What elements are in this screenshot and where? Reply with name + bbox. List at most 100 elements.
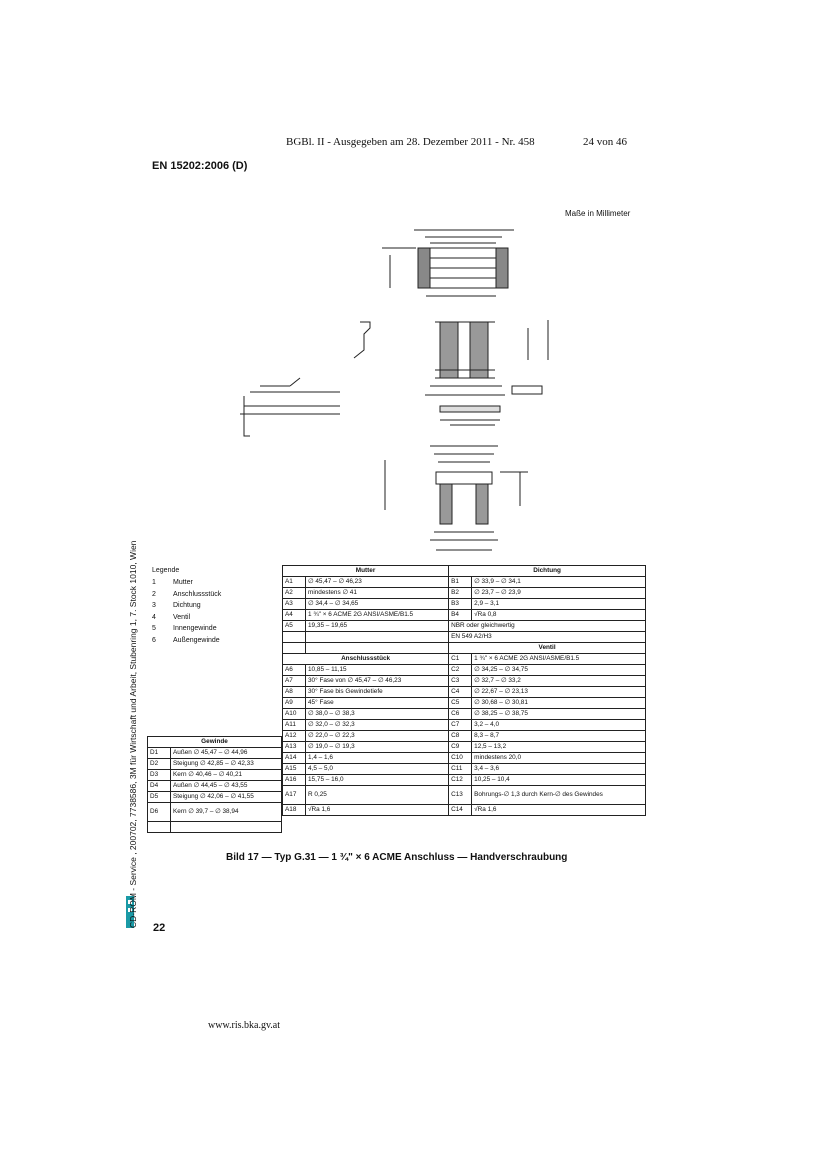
- legend-title: Legende: [152, 567, 180, 574]
- cell-value: ∅ 23,7 – ∅ 23,9: [471, 587, 646, 599]
- cell-code: C12: [448, 774, 473, 786]
- cell-code: C8: [448, 730, 473, 742]
- cell-value: R 0,25: [304, 785, 450, 805]
- cell-value: ∅ 38,0 – ∅ 38,3: [304, 708, 450, 720]
- cell-value: ∅ 38,25 – ∅ 38,75: [471, 708, 646, 720]
- legend-item: 2 Anschlussstück: [152, 591, 221, 598]
- cell-code: A16: [282, 774, 306, 786]
- cell-value: √Ra 1,6: [304, 804, 450, 816]
- cell-code: C1: [448, 653, 473, 665]
- cell-value: 1,4 – 1,6: [304, 752, 450, 764]
- cell-code: D2: [147, 758, 171, 770]
- cell-code: A10: [282, 708, 306, 720]
- cell-code: [147, 821, 171, 833]
- dichtung-note: NBR oder gleichwertig: [448, 620, 646, 632]
- cell-value: ∅ 22,67 – ∅ 23,13: [471, 686, 646, 698]
- gazette-header: BGBl. II - Ausgegeben am 28. Dezember 20…: [286, 136, 535, 148]
- cell-value: 8,3 – 8,7: [471, 730, 646, 742]
- legend-number: 2: [152, 590, 156, 598]
- cell-code: C14: [448, 804, 473, 816]
- cell-code: A9: [282, 697, 306, 709]
- cell-value: Bohrungs-∅ 1,3 durch Kern-∅ des Gewindes: [471, 785, 646, 805]
- legend-number: 4: [152, 613, 156, 621]
- cell-value: 1 ¾" × 6 ACME 2G ANSI/ASME/B1.5: [471, 653, 646, 665]
- units-note: Maße in Millimeter: [565, 209, 631, 218]
- cell-value: ∅ 22,0 – ∅ 22,3: [304, 730, 450, 742]
- cell-value: Steigung ∅ 42,06 – ∅ 41,55: [170, 791, 282, 803]
- cell-value: [304, 642, 450, 654]
- valve-drawing: [384, 445, 528, 551]
- cell-code: C3: [448, 675, 473, 687]
- cell-code: [282, 631, 306, 643]
- cell-value: 12,5 – 13,2: [471, 741, 646, 753]
- cell-code: D5: [147, 791, 171, 803]
- cell-value: 1 ¾" × 6 ACME 2G ANSI/ASME/B1.5: [304, 609, 450, 621]
- dichtung-title: Dichtung: [448, 565, 646, 577]
- legend-number: 6: [152, 636, 156, 644]
- legend-number: 1: [152, 579, 156, 586]
- cell-value: √Ra 0,8: [471, 609, 646, 621]
- cell-code: A5: [282, 620, 306, 632]
- gewinde-title: Gewinde: [147, 736, 282, 748]
- cell-value: 10,85 – 11,15: [304, 664, 450, 676]
- cell-code: B3: [448, 598, 473, 610]
- legend-number: 5: [152, 625, 156, 632]
- cell-value: [304, 631, 450, 643]
- cell-value: 19,35 – 19,65: [304, 620, 450, 632]
- page-of: 24 von 46: [583, 136, 627, 148]
- cell-code: A11: [282, 719, 306, 731]
- technical-drawing: [240, 229, 549, 551]
- cell-code: C4: [448, 686, 473, 698]
- legend-label: Mutter: [173, 579, 193, 586]
- cell-code: C10: [448, 752, 473, 764]
- table-row: Gewinde: [147, 736, 282, 748]
- page-number: 22: [153, 922, 166, 934]
- cell-value: 45° Fase: [304, 697, 450, 709]
- anschluss-title: Anschlussstück: [281, 653, 450, 665]
- cell-code: A4: [282, 609, 306, 621]
- cell-value: 3,4 – 3,6: [471, 763, 646, 775]
- legend-number: 3: [152, 602, 156, 609]
- legend-item: 1 Mutter: [152, 579, 193, 586]
- cell-code: A15: [282, 763, 306, 775]
- cell-code: C6: [448, 708, 473, 720]
- cell-code: D6: [147, 802, 171, 822]
- table-row: Ventil: [282, 642, 646, 654]
- cell-value: Steigung ∅ 42,85 – ∅ 42,33: [170, 758, 282, 770]
- legend-label: Anschlussstück: [173, 590, 222, 598]
- side-copyright-text: CD-ROM - Service , 200702, 7738586, 3M f…: [128, 540, 138, 928]
- cell-code: C5: [448, 697, 473, 709]
- cell-code: C13: [448, 785, 473, 805]
- nut-drawing: [382, 229, 514, 297]
- cell-code: C2: [448, 664, 473, 676]
- cell-code: A14: [282, 752, 306, 764]
- cell-value: 10,25 – 10,4: [471, 774, 646, 786]
- cell-code: A3: [282, 598, 306, 610]
- cell-value: Außen ∅ 45,47 – ∅ 44,96: [170, 747, 282, 759]
- cell-value: ∅ 19,0 – ∅ 19,3: [304, 741, 450, 753]
- cell-value: ∅ 32,0 – ∅ 32,3: [304, 719, 450, 731]
- cell-value: ∅ 34,4 – ∅ 34,65: [304, 598, 450, 610]
- cell-code: A1: [282, 576, 306, 588]
- table-row: [147, 821, 282, 833]
- cell-code: D3: [147, 769, 171, 781]
- ventil-title: Ventil: [448, 642, 646, 654]
